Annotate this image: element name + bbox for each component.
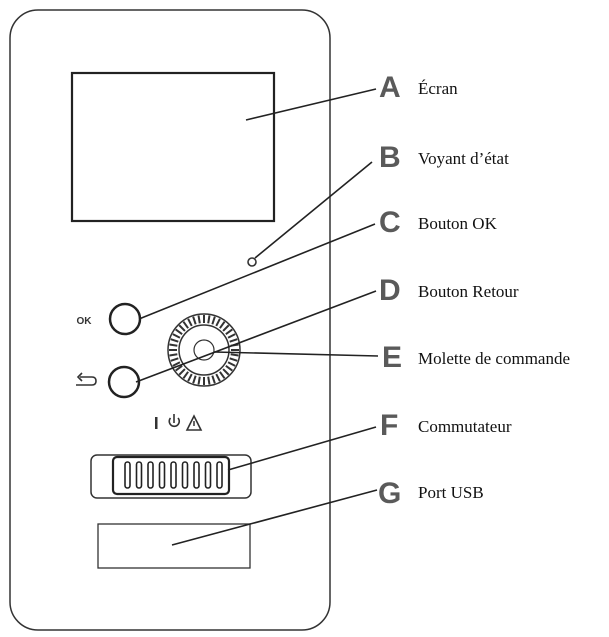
callout-a: A Écran — [379, 71, 458, 104]
callout-text-g: Port USB — [418, 483, 484, 502]
knob-ridge — [219, 371, 226, 379]
callout-e: E Molette de commande — [382, 341, 570, 374]
callout-text-c: Bouton OK — [418, 214, 498, 233]
back-arrow-icon — [76, 372, 97, 386]
leader-line-c — [138, 223, 376, 320]
callout-text-f: Commutateur — [418, 417, 512, 436]
callout-letter-c: C — [379, 206, 401, 239]
switch-rib — [124, 461, 131, 489]
knob-ridge — [192, 375, 197, 384]
knob-ridge — [172, 333, 181, 339]
knob-ridge — [229, 357, 238, 362]
warning-icon — [185, 414, 203, 431]
usb-port[interactable] — [97, 523, 251, 569]
status-led — [247, 257, 257, 267]
callout-c: C Bouton OK — [379, 206, 498, 239]
knob-ridge — [178, 324, 186, 332]
knob-ridge — [170, 338, 179, 343]
callout-letter-d: D — [379, 274, 401, 307]
callout-letter-g: G — [378, 477, 401, 510]
ok-button[interactable] — [108, 302, 142, 336]
leader-line-f — [227, 426, 377, 471]
knob-ridge — [197, 376, 201, 385]
leader-line-d — [135, 290, 377, 383]
knob-ridge — [187, 318, 193, 327]
callout-letter-f: F — [380, 409, 398, 442]
display-screen — [70, 71, 276, 223]
knob-ridge — [225, 328, 233, 335]
ok-label: OK — [77, 316, 93, 327]
back-button[interactable] — [107, 365, 141, 399]
knob-ridge — [187, 373, 193, 382]
callout-g: G Port USB — [378, 477, 484, 510]
callout-letter-b: B — [379, 141, 401, 174]
knob-ridge — [169, 353, 178, 357]
leader-lines — [135, 88, 379, 546]
switch-rib — [216, 461, 223, 489]
callout-d: D Bouton Retour — [379, 274, 519, 307]
knob-ridge — [211, 375, 216, 384]
callout-text-a: Écran — [418, 79, 458, 98]
knob-ridge — [175, 365, 183, 372]
switch-rib — [170, 461, 177, 489]
switch-position-symbols — [155, 414, 203, 431]
knob-ridge — [227, 361, 236, 367]
knob-ridge — [222, 368, 230, 376]
knob-ridge — [207, 315, 211, 324]
switch-rib — [158, 461, 166, 489]
switch-on-icon — [155, 417, 158, 429]
knob-ridges — [169, 315, 239, 385]
knob-ridge — [230, 353, 239, 357]
knob-ridge — [219, 321, 226, 329]
knob-ridge — [192, 316, 197, 325]
knob-ridge — [207, 376, 211, 385]
knob-ridge — [225, 365, 233, 372]
knob-ridge — [175, 328, 183, 335]
knob-ridge — [215, 373, 221, 382]
knob-ridge — [197, 315, 201, 324]
knob-ridge — [215, 318, 221, 327]
callout-text-d: Bouton Retour — [418, 282, 519, 301]
callout-f: F Commutateur — [380, 409, 512, 442]
knob-ridge — [227, 333, 236, 339]
callout-letter-a: A — [379, 71, 401, 104]
knob-ridge — [182, 371, 189, 379]
switch-rib — [204, 461, 212, 489]
knob-ridge — [178, 368, 186, 376]
knob-ridge — [211, 316, 216, 325]
leader-line-e — [213, 351, 379, 357]
knob-ridge — [182, 321, 189, 329]
switch-rib — [147, 461, 154, 489]
switch-rib — [193, 461, 200, 489]
main-switch[interactable] — [90, 454, 252, 499]
callout-b: B Voyant d’état — [379, 141, 509, 174]
leader-line-b — [254, 161, 373, 259]
knob-ridge — [170, 357, 179, 362]
switch-rib — [181, 461, 189, 489]
leader-line-a — [245, 88, 377, 121]
control-knob[interactable] — [167, 313, 241, 387]
standby-icon — [168, 414, 181, 428]
leader-line-g — [171, 489, 378, 546]
knob-ridge — [222, 324, 230, 332]
knob-ridge — [169, 343, 178, 347]
switch-ribs — [124, 461, 223, 489]
switch-rib — [135, 461, 143, 489]
callout-letter-e: E — [382, 341, 402, 374]
knob-ridge — [229, 338, 238, 343]
callout-text-b: Voyant d’état — [418, 149, 509, 168]
knob-ridge — [172, 361, 181, 367]
callout-text-e: Molette de commande — [418, 349, 570, 368]
